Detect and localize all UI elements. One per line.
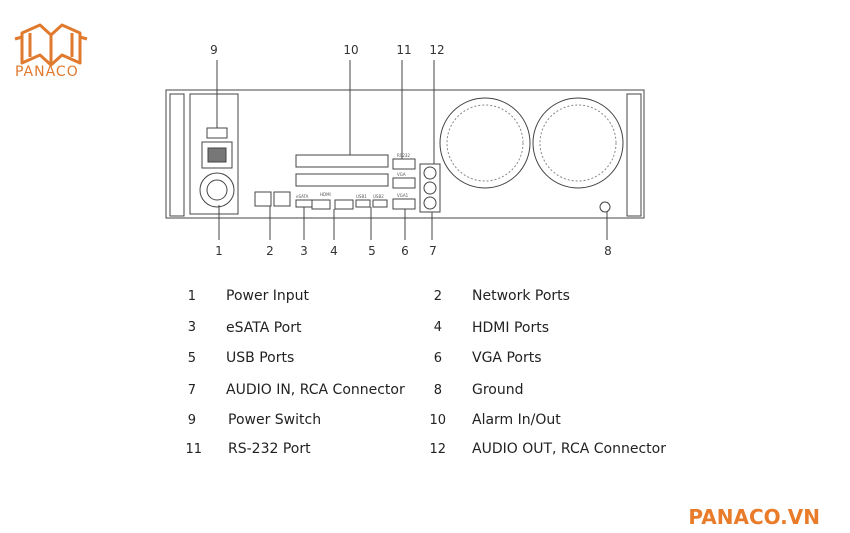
panel-label-usb2: USB2 xyxy=(373,194,384,199)
legend-num: 4 xyxy=(433,320,442,335)
legend-num: 3 xyxy=(187,320,196,335)
left-ear xyxy=(169,93,185,217)
legend-num: 1 xyxy=(187,289,196,304)
legend-num: 10 xyxy=(429,413,446,428)
callout-9: 9 xyxy=(210,43,218,57)
legend-num: 2 xyxy=(433,289,442,304)
panel-label-vga1: VGA1 xyxy=(397,193,409,198)
panel-label-hdmi: HDMI xyxy=(320,192,331,197)
psu-bay xyxy=(189,93,239,215)
legend-label: AUDIO OUT, RCA Connector xyxy=(472,441,666,457)
power-input-socket xyxy=(201,141,233,169)
callout-3: 3 xyxy=(300,244,308,258)
panel-label-vga: VGA xyxy=(397,172,406,177)
legend-label: eSATA Port xyxy=(226,320,302,336)
legend-num: 9 xyxy=(187,413,196,428)
callout-1: 1 xyxy=(215,244,223,258)
power-switch xyxy=(206,127,228,139)
panaco-book-logo-icon xyxy=(14,23,88,67)
ground-screw xyxy=(599,201,611,213)
right-ear xyxy=(626,93,642,217)
fan-left xyxy=(439,97,531,189)
rs232-port xyxy=(392,158,416,170)
footer-brand: PANACO.VN xyxy=(688,505,820,529)
legend-num: 8 xyxy=(433,383,442,398)
legend-label: Ground xyxy=(472,382,524,398)
panel-label-usb1: USB1 xyxy=(356,194,367,199)
legend-label: Power Switch xyxy=(228,412,322,428)
callout-12: 12 xyxy=(429,43,445,57)
alarm-block-top xyxy=(295,154,389,168)
legend-label: RS-232 Port xyxy=(228,441,311,457)
legend-label: USB Ports xyxy=(226,350,295,366)
fan-right xyxy=(532,97,624,189)
callout-2: 2 xyxy=(266,244,274,258)
legend-num: 5 xyxy=(187,351,196,366)
legend-label: Network Ports xyxy=(472,288,570,304)
usb-port-1 xyxy=(355,199,371,208)
alarm-block-bottom xyxy=(295,173,389,187)
audio-rca-block xyxy=(419,163,441,213)
network-port-2 xyxy=(273,191,291,207)
legend-num: 6 xyxy=(433,351,442,366)
esata-port xyxy=(295,199,313,208)
legend-num: 12 xyxy=(429,442,446,457)
hdmi-port-1 xyxy=(311,199,331,210)
callout-10: 10 xyxy=(343,43,359,57)
network-port-1 xyxy=(254,191,272,207)
legend-label: VGA Ports xyxy=(472,350,542,366)
logo-text: PANACO xyxy=(15,64,79,80)
legend-label: AUDIO IN, RCA Connector xyxy=(226,382,405,398)
legend-num: 7 xyxy=(187,383,196,398)
callout-6: 6 xyxy=(401,244,409,258)
legend-label: Alarm In/Out xyxy=(472,412,561,428)
audio-in-rca-1 xyxy=(423,181,437,195)
hdmi-port-2 xyxy=(334,199,354,210)
fan-left-grill xyxy=(446,104,524,182)
legend-num: 11 xyxy=(185,442,202,457)
callout-11: 11 xyxy=(396,43,412,57)
callout-7: 7 xyxy=(429,244,437,258)
callout-5: 5 xyxy=(368,244,376,258)
audio-out-rca xyxy=(423,166,437,180)
legend-label: HDMI Ports xyxy=(472,320,550,336)
fan-right-grill xyxy=(539,104,617,182)
power-input-pins xyxy=(207,147,227,163)
psu-fan-hub xyxy=(206,179,228,201)
callout-8: 8 xyxy=(604,244,612,258)
psu-fan-grill xyxy=(199,172,235,208)
usb-port-2 xyxy=(372,199,388,208)
audio-in-rca-2 xyxy=(423,196,437,210)
vga-port-top xyxy=(392,177,416,189)
rear-panel-diagram: HDMI RS232 VGA USB1 USB2 eSATA VGA1 xyxy=(165,60,645,240)
panel-label-rs232: RS232 xyxy=(397,153,410,158)
callout-4: 4 xyxy=(330,244,338,258)
panel-label-esata: eSATA xyxy=(296,194,309,199)
vga-port xyxy=(392,198,416,210)
legend-label: Power Input xyxy=(226,288,310,304)
